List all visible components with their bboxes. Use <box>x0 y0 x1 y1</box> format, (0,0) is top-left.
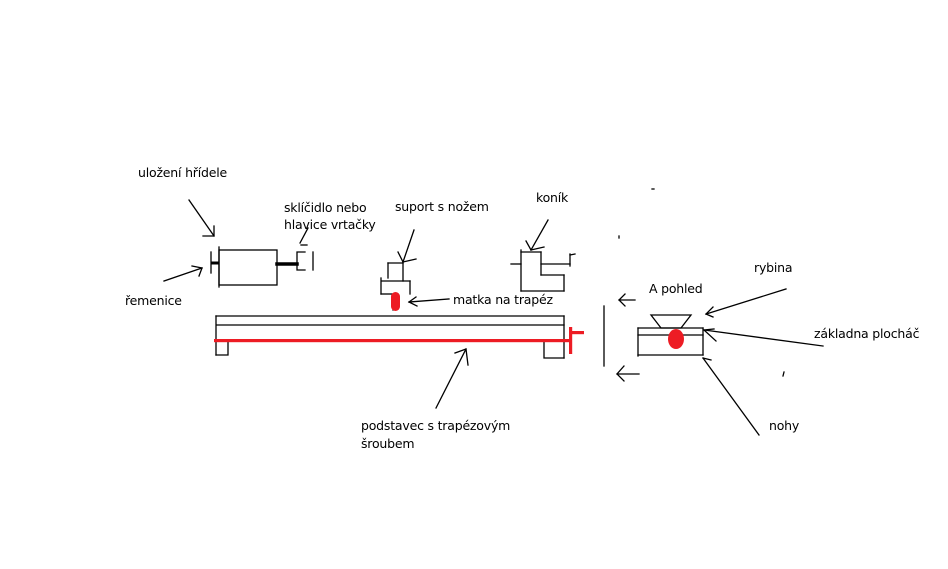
lead-screw-section <box>668 329 684 349</box>
leader-tailstock <box>525 219 549 251</box>
handwheel-stem <box>569 327 573 354</box>
label-legs: nohy <box>769 418 800 433</box>
leader-shaft-bearing <box>188 199 215 237</box>
leader-planer-base <box>702 328 824 347</box>
side-view-a <box>603 305 704 367</box>
lathe-bed <box>215 315 565 359</box>
lead-nut <box>391 292 400 311</box>
label-chuck-line1: sklíčidlo nebo <box>284 200 367 215</box>
label-shaft-bearing: uložení hřídele <box>138 165 227 180</box>
shaft-bearing-housing <box>218 246 278 288</box>
leader-tool-carriage <box>397 229 417 263</box>
label-dovetail: rybina <box>754 260 793 275</box>
view-arrow-bottom <box>616 365 640 382</box>
label-tailstock: koník <box>536 190 569 205</box>
stray-mark <box>782 371 785 377</box>
label-tool-carriage: suport s nožem <box>395 199 489 214</box>
leader-dovetail <box>704 288 787 318</box>
handwheel-handle <box>570 331 584 335</box>
label-view-a: A pohled <box>649 281 703 296</box>
label-planer-base: základna plocháč <box>814 326 920 341</box>
tailstock <box>510 249 576 292</box>
leader-base <box>435 348 469 409</box>
label-lead-nut: matka na trapéz <box>453 292 553 307</box>
chuck <box>296 244 314 271</box>
leader-legs <box>702 357 760 436</box>
label-chuck-line2: hlavice vrtačky <box>284 217 376 232</box>
leader-pulley <box>163 265 203 282</box>
label-pulley: řemenice <box>125 293 182 308</box>
lead-screw <box>214 339 570 343</box>
leader-lead-nut <box>407 296 450 307</box>
pulley <box>210 251 220 274</box>
leader-chuck <box>299 227 309 244</box>
view-arrow-top <box>618 293 636 307</box>
label-base-line1: podstavec s trapézovým <box>361 418 511 433</box>
label-base-line2: šroubem <box>361 436 415 451</box>
